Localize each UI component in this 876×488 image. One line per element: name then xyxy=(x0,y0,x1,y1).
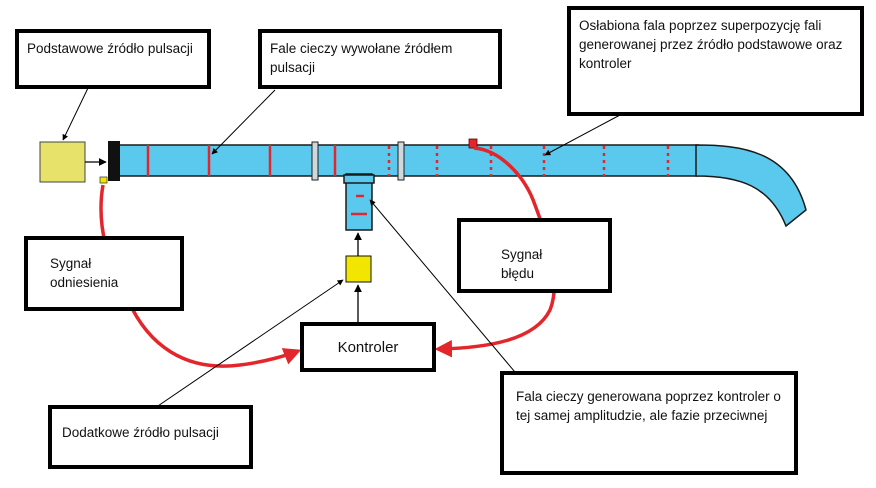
pressure-sensor xyxy=(468,138,478,149)
pipe-end-plate xyxy=(108,141,120,181)
controller-box: Kontroler xyxy=(300,322,436,372)
label-primary-source-text: Podstawowe źródło pulsacji xyxy=(27,41,193,56)
main-pipe xyxy=(117,144,699,177)
pointer-line xyxy=(369,199,521,379)
label-primary-source: Podstawowe źródło pulsacji xyxy=(15,29,211,89)
primary-pulsation-source xyxy=(39,141,86,183)
branch-flange xyxy=(343,174,375,184)
label-error-signal-text: Sygnał błędu xyxy=(501,247,543,281)
label-error-signal: Sygnał błędu xyxy=(457,218,612,293)
pointer-line xyxy=(211,89,276,155)
label-liquid-waves: Fale cieczy wywołane źródłem pulsacji xyxy=(258,29,502,89)
pointer-line xyxy=(151,279,344,411)
label-secondary-source-text: Dodatkowe źródło pulsacji xyxy=(62,425,219,440)
label-counter-wave-text: Fala cieczy generowana poprzez kontroler… xyxy=(516,389,781,423)
wave-fronts xyxy=(146,145,367,216)
controller-label: Kontroler xyxy=(337,338,399,356)
pipe-outlet xyxy=(695,144,807,228)
pipe-flange xyxy=(397,141,405,181)
label-counter-wave: Fala cieczy generowana poprzez kontroler… xyxy=(500,371,798,475)
label-reference-signal: Sygnał odniesienia xyxy=(24,236,184,311)
label-reference-signal-text: Sygnał odniesienia xyxy=(50,256,119,290)
secondary-pulsation-source xyxy=(345,255,372,283)
label-attenuated-wave-text: Osłabiona fala poprzez superpozycję fali… xyxy=(579,18,843,71)
attenuated-wave-fronts xyxy=(387,146,670,176)
pointer-line xyxy=(544,114,621,156)
label-attenuated-wave: Osłabiona fala poprzez superpozycję fali… xyxy=(567,6,864,116)
pipe-flange xyxy=(311,141,319,181)
label-secondary-source: Dodatkowe źródło pulsacji xyxy=(48,405,253,469)
pointer-line xyxy=(62,87,89,141)
reference-sensor xyxy=(99,176,108,184)
label-liquid-waves-text: Fale cieczy wywołane źródłem pulsacji xyxy=(270,41,453,75)
